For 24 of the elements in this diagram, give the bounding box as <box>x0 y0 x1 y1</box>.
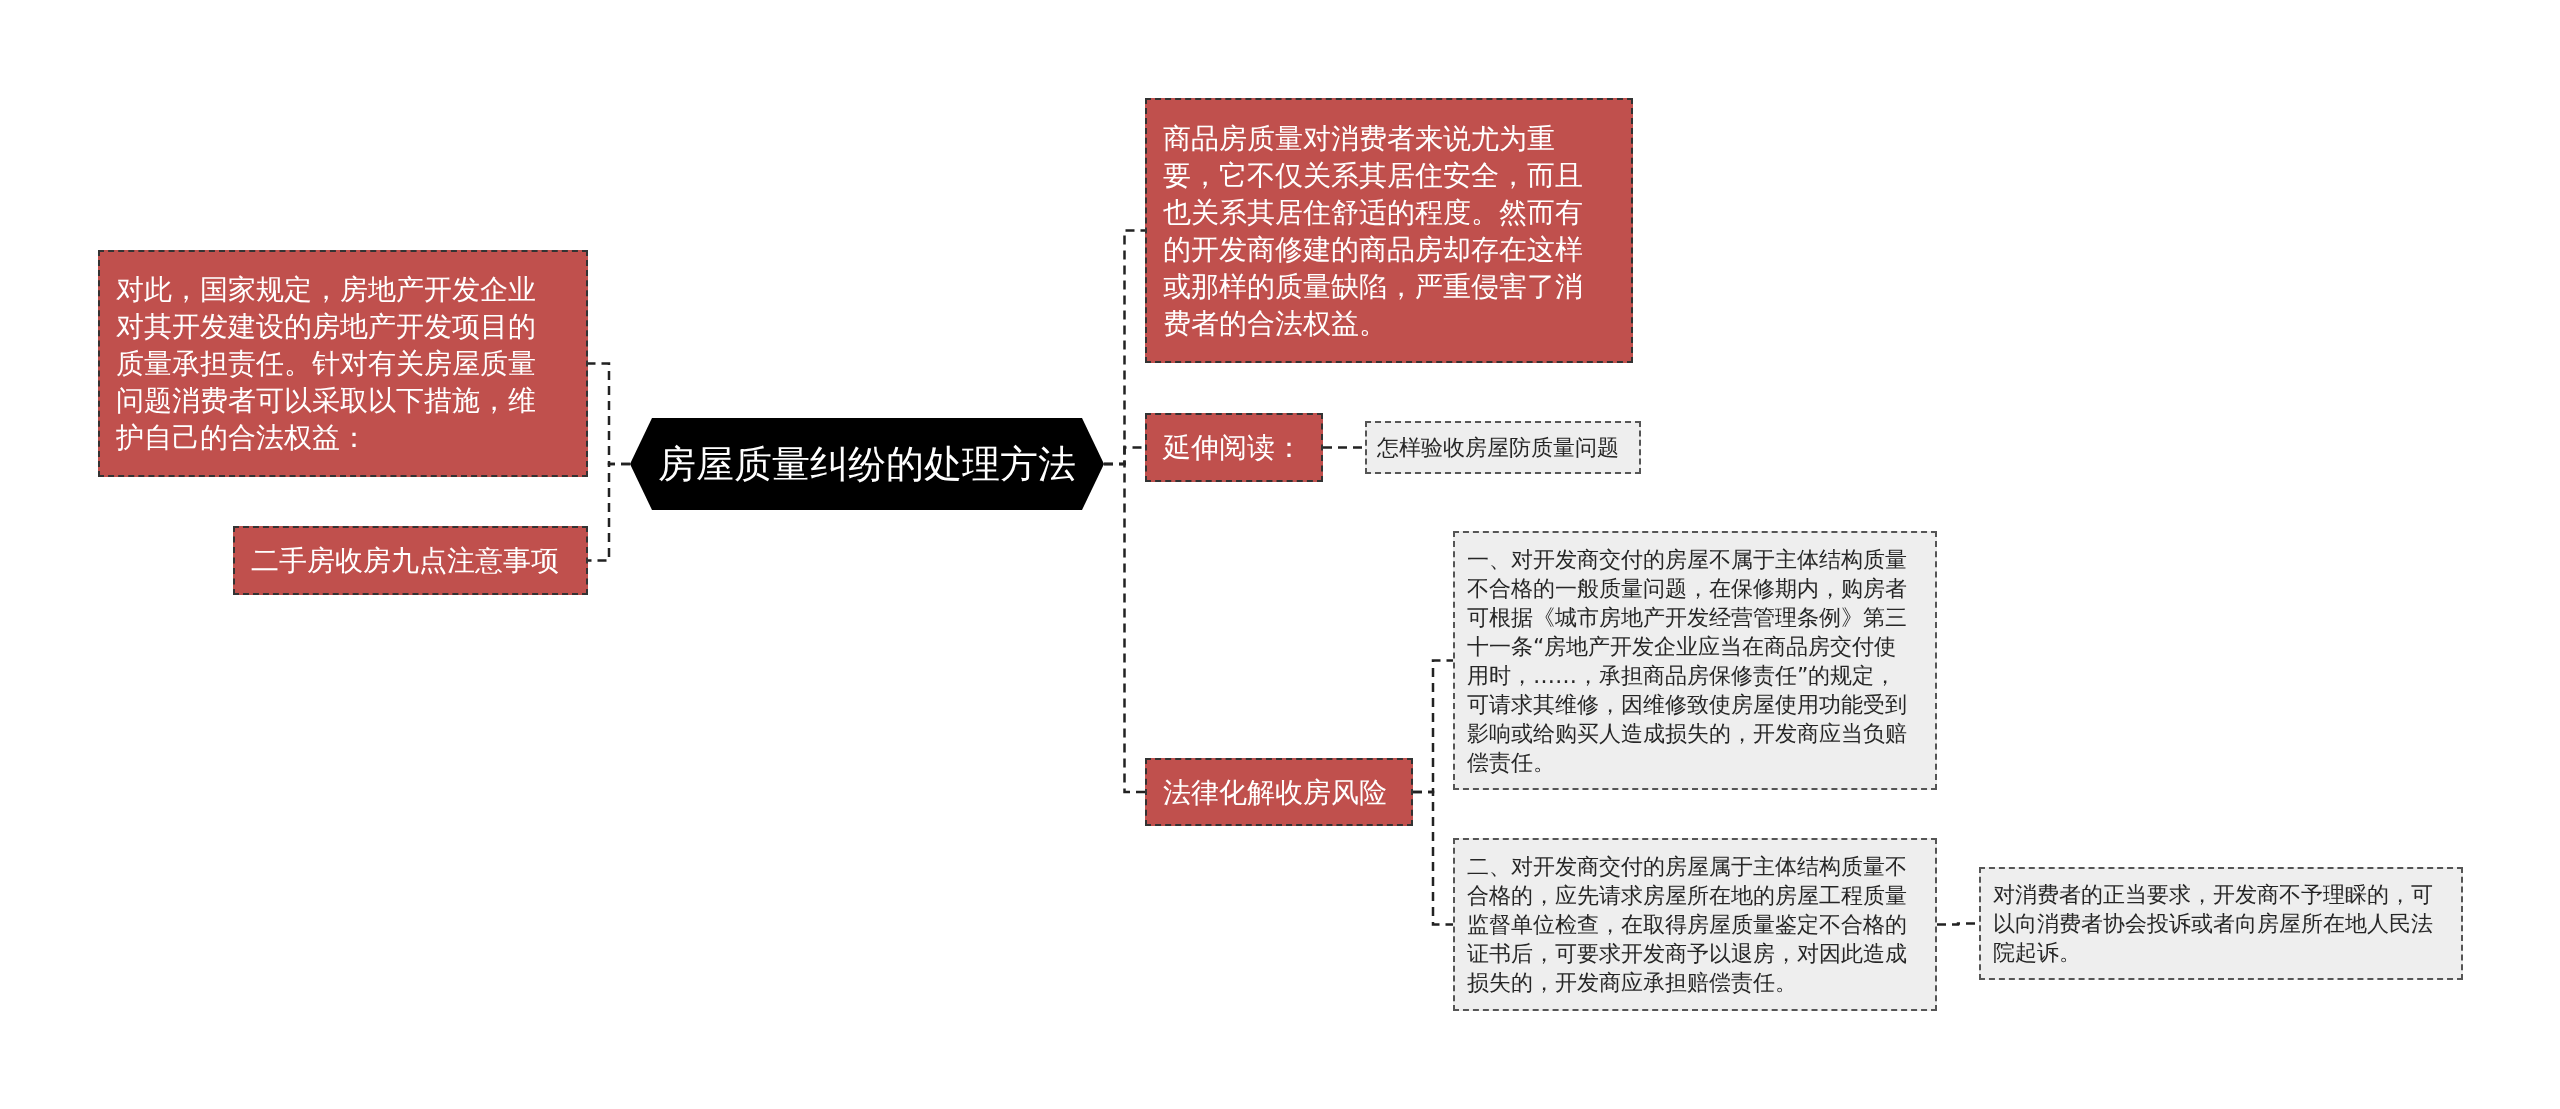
topic-box <box>1145 98 1633 363</box>
topic-text: 怎样验收房屋防质量问题 <box>1377 434 1619 462</box>
topic-text: 法律化解收房风险 <box>1163 774 1387 811</box>
topic-text: 一、对开发商交付的房屋不属于主体结构质量不合格的一般质量问题，在保修期内，购房者可根据《城市房地产开发经营管理条例》第三十一条“房地产开发企业应当在商品房交付使用时，……，承担商品房保修责任”的规定，可请求其维修，因维修致使房屋使用功能受到影响或给购买人造成损失的，开发商应当负赔偿责任。 <box>1467 545 1908 777</box>
connector-line <box>1413 790 1453 926</box>
topic-box <box>98 250 588 477</box>
note-box <box>1453 838 1937 1011</box>
topic-box <box>1145 413 1323 482</box>
note-box <box>1979 867 2463 980</box>
central-topic <box>630 418 1104 510</box>
topic-text: 房屋质量纠纷的处理方法 <box>658 441 1076 487</box>
topic-text: 二手房收房九点注意事项 <box>251 543 559 579</box>
connector-line <box>588 462 630 562</box>
note-box <box>1453 531 1937 790</box>
topic-text: 商品房质量对消费者来说尤为重要，它不仅关系其居住安全，而且也关系其居住舒适的程度。然而有的开发商修建的商品房却存在这样或那样的质量缺陷，严重侵害了消费者的合法权益。 <box>1163 120 1584 342</box>
topic-text: 对此，国家规定，房地产开发企业对其开发建设的房地产开发项目的质量承担责任。针对有关房屋质量问题消费者可以采取以下措施，维护自己的合法权益： <box>116 272 537 456</box>
topic-text: 二、对开发商交付的房屋属于主体结构质量不合格的，应先请求房屋所在地的房屋工程质量监督单位检查，在取得房屋质量鉴定不合格的证书后，可要求开发商予以退房，对因此造成损失的，开发商应承担赔偿责任。 <box>1467 853 1908 997</box>
topic-text: 延伸阅读： <box>1163 430 1303 466</box>
topic-box <box>1145 758 1413 826</box>
topic-text: 对消费者的正当要求，开发商不予理睬的，可以向消费者协会投诉或者向房屋所在地人民法院起诉。 <box>1993 881 2434 967</box>
connector-line <box>1104 462 1145 794</box>
connector-line <box>1323 446 1365 449</box>
topic-box <box>233 526 588 595</box>
note-box <box>1365 421 1641 474</box>
